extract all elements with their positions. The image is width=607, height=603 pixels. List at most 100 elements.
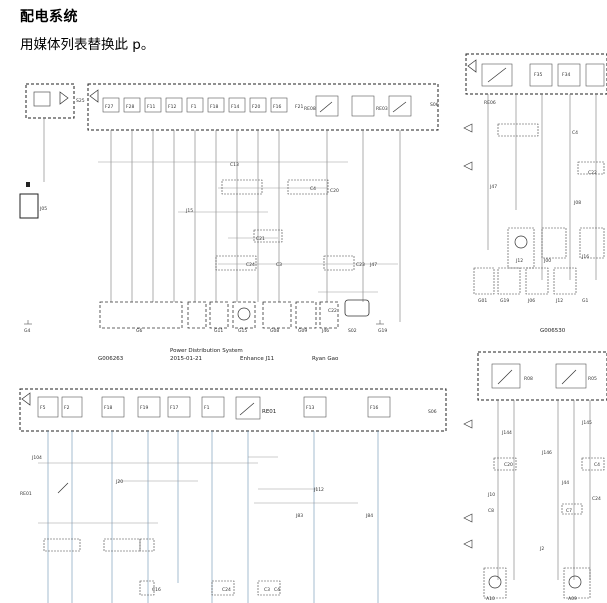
label-c20-4: C20 [504, 462, 513, 468]
ground-j46: J46 [321, 328, 329, 334]
label-battery: J05 [39, 206, 47, 212]
label-j104: J104 [31, 455, 42, 461]
label-c4-4: C4 [594, 462, 600, 468]
label-f2: F2 [64, 405, 70, 411]
label-f16: F16 [273, 104, 281, 110]
ground-g08: G08 [270, 328, 279, 334]
label-c7: C7 [566, 508, 572, 514]
schematic-drawing: S25 F27 F28 F11 F12 F1 F18 F14 F20 F16 F… [19, 83, 439, 362]
label-j144: J144 [501, 430, 512, 436]
doc-date: 2015-01-21 [170, 356, 202, 362]
label-c16: C16 [152, 587, 161, 593]
page-title: 配电系统 [20, 9, 78, 25]
label-r05: R05 [588, 376, 597, 382]
label-g19-2: G19 [500, 298, 509, 304]
label-j10: J10 [487, 492, 495, 498]
label-c21: C21 [256, 236, 265, 242]
label-c24-3: C24 [222, 587, 231, 593]
ground-g6: G6 [136, 328, 142, 334]
label-re03: RE03 [376, 106, 388, 112]
label-f16-3: F16 [370, 405, 378, 411]
label-c4-2: C4 [572, 130, 578, 136]
label-j112: J112 [313, 487, 324, 493]
ground-g19: G19 [378, 328, 387, 334]
label-f11: F11 [147, 104, 155, 110]
label-re01-left: RE01 [20, 491, 32, 497]
label-f18: F18 [210, 104, 218, 110]
schematic-bottom-left: F5 F2 F18 F19 F17 F1 RE01 F13 F16 S06 J1… [18, 383, 450, 603]
label-j146: J146 [541, 450, 552, 456]
vehicle-name: Enhance J11 [240, 356, 274, 362]
doc-id: G006263 [98, 356, 124, 362]
ground-g09: G09 [298, 328, 307, 334]
label-j44: J44 [561, 480, 569, 486]
label-f5: F5 [40, 405, 46, 411]
label-f34: F34 [562, 72, 570, 78]
ground-g4: G4 [24, 328, 30, 334]
page-subtitle: 用媒体列表替换此 p。 [20, 37, 155, 53]
label-j2: J2 [539, 546, 544, 552]
label-c24-4: C24 [592, 496, 601, 502]
label-f19: F19 [140, 405, 148, 411]
label-c8: C8 [488, 508, 494, 514]
label-j47: J47 [369, 262, 377, 268]
label-f1: F1 [191, 104, 197, 110]
schematic-bottom-right: R08 R05 J144 J145 C20 J146 C4 J44 C24 C7… [458, 350, 607, 603]
label-s06-3: S06 [428, 409, 437, 415]
label-s06: S06 [430, 102, 439, 108]
label-j145: J145 [581, 420, 592, 426]
label-f35: F35 [534, 72, 542, 78]
label-c22-2: C22 [588, 170, 597, 176]
schematic-drawing-3: F5 F2 F18 F19 F17 F1 RE01 F13 F16 S06 J1… [19, 388, 447, 603]
label-f13: F13 [306, 405, 314, 411]
ground-g15: G15 [238, 328, 247, 334]
label-j06: J06 [527, 298, 535, 304]
label-f28: F28 [126, 104, 134, 110]
ground-s02: S02 [348, 328, 357, 334]
label-c24: C24 [246, 262, 255, 268]
label-s25: S25 [76, 98, 85, 104]
system-name: Power Distribution System [170, 348, 243, 354]
label-r08: R08 [524, 376, 533, 382]
label-f17: F17 [170, 405, 178, 411]
label-c13: C13 [230, 162, 239, 168]
ground-g11: G11 [214, 328, 223, 334]
label-c22: C22 [328, 308, 337, 314]
schematic-drawing-4: R08 R05 J144 J145 C20 J146 C4 J44 C24 C7… [463, 351, 607, 602]
label-j15: J15 [185, 208, 193, 214]
label-f21: F21 [295, 104, 303, 110]
doc-id-2: G006530 [540, 328, 566, 334]
label-j00: J00 [543, 258, 551, 264]
label-j20: J20 [115, 479, 123, 485]
label-j08: J08 [573, 200, 581, 206]
label-c4: C4 [310, 186, 316, 192]
label-j83: J83 [295, 513, 303, 519]
label-j12-2: J12 [555, 298, 563, 304]
label-f18-3: F18 [104, 405, 112, 411]
schematic-top-right: RE06 F35 F34 C4 C22 J47 J08 J12 J00 J16 … [458, 50, 607, 340]
label-f12: F12 [168, 104, 176, 110]
label-a09: A09 [568, 596, 577, 602]
label-g01: G01 [478, 298, 487, 304]
label-re06: RE06 [484, 100, 496, 106]
label-c23: C23 [356, 262, 365, 268]
label-re08: RE08 [304, 106, 316, 112]
label-f20: F20 [252, 104, 260, 110]
schematic-drawing-2: RE06 F35 F34 C4 C22 J47 J08 J12 J00 J16 … [463, 53, 607, 334]
label-f1-3: F1 [204, 405, 210, 411]
label-re01: RE01 [262, 409, 276, 415]
author-name: Ryan Gao [312, 356, 339, 362]
label-j47-2: J47 [489, 184, 497, 190]
label-j84: J84 [365, 513, 373, 519]
label-c4-3: C4 [274, 587, 280, 593]
schematic-power-distribution: S25 F27 F28 F11 F12 F1 F18 F14 F20 F16 F… [18, 62, 450, 372]
label-j16: J16 [581, 254, 589, 260]
label-a10: A10 [486, 596, 495, 602]
label-c3-3: C3 [264, 587, 270, 593]
label-j12: J12 [515, 258, 523, 264]
label-f14: F14 [231, 104, 239, 110]
label-c20: C20 [330, 188, 339, 194]
label-g1: G1 [582, 298, 588, 304]
label-c3: C3 [276, 262, 282, 268]
label-f27: F27 [105, 104, 113, 110]
